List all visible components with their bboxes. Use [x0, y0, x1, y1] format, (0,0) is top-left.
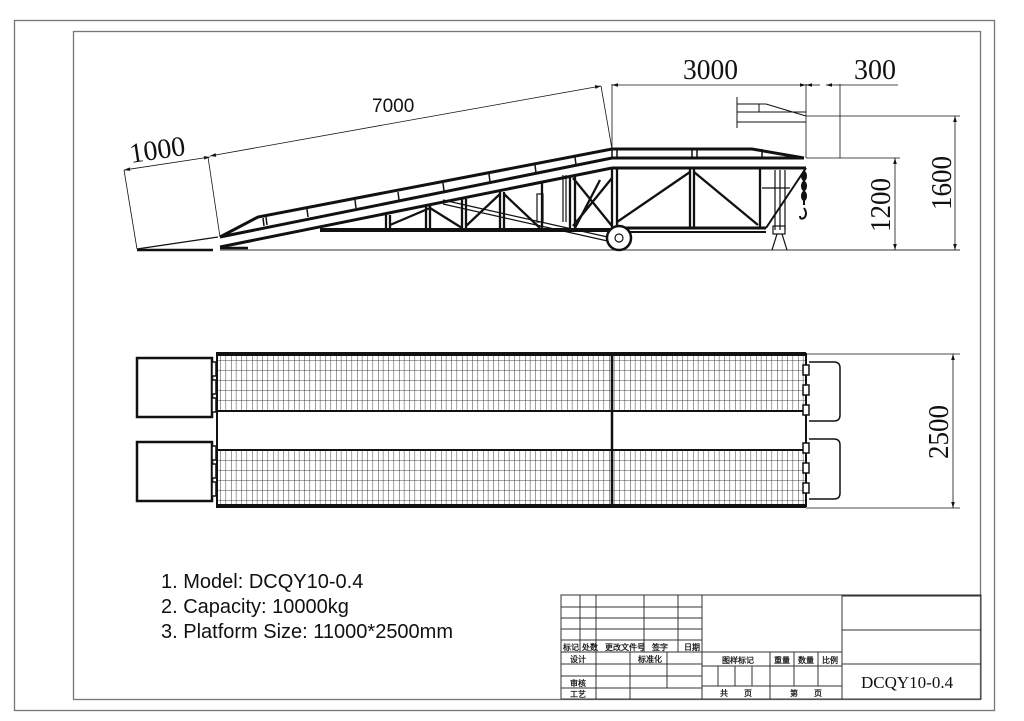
- inner-frame: [72, 30, 982, 701]
- side-view: 1000 7000 3000 300 1200: [123, 55, 960, 252]
- dim-lip-label: 1000: [127, 131, 187, 170]
- tb-review: 审核: [570, 678, 586, 688]
- dim-deck-height: 1200: [806, 157, 900, 250]
- tb-change-doc: 更改文件号: [605, 642, 645, 652]
- title-block: [560, 594, 982, 700]
- dim-max-height-label: 1600: [927, 156, 958, 210]
- tb-scale: 比例: [822, 655, 838, 665]
- tb-model: DCQY10-0.4: [861, 673, 954, 692]
- dim-platform-label: 3000: [683, 55, 738, 86]
- dim-ramp-label: 7000: [372, 96, 414, 117]
- tb-count: 处数: [581, 642, 599, 652]
- tb-total-pages: 共 页: [720, 688, 752, 698]
- tb-weight: 重量: [774, 655, 790, 665]
- note-model: 1. Model: DCQY10-0.4: [161, 571, 364, 593]
- dim-overhang-label: 300: [854, 55, 896, 86]
- tb-page-no: 第 页: [790, 688, 822, 698]
- dim-platform-length: 3000: [611, 55, 807, 158]
- outer-frame: [13, 19, 996, 712]
- plan-view: 2500: [135, 352, 960, 509]
- dim-lip-length: 1000: [123, 131, 221, 250]
- dim-max-height: 1600: [806, 115, 960, 250]
- tb-process: 工艺: [570, 689, 586, 699]
- tb-mark: 标记: [562, 642, 579, 652]
- tb-signature: 签字: [651, 642, 668, 652]
- tb-standardization: 标准化: [637, 654, 662, 664]
- dim-width: 2500: [806, 353, 960, 509]
- dim-overhang: 300: [806, 55, 898, 158]
- dim-width-label: 2500: [924, 405, 955, 459]
- specification-notes: 1. Model: DCQY10-0.4 2. Capacity: 10000k…: [161, 570, 453, 645]
- note-platform-size: 3. Platform Size: 11000*2500mm: [161, 621, 454, 643]
- dim-deck-height-label: 1200: [866, 178, 897, 232]
- tb-quantity: 数量: [798, 655, 814, 665]
- tb-drawing-mark: 图样标记: [722, 655, 754, 665]
- dim-ramp-length: 7000: [209, 85, 613, 157]
- note-capacity: 2. Capacity: 10000kg: [161, 596, 349, 618]
- tb-design: 设计: [570, 654, 586, 664]
- tb-date: 日期: [684, 642, 700, 652]
- title-block-labels: 标记 处数 更改文件号 签字 日期 设计 标准化 审核 工艺 图样标记 重量 数…: [562, 642, 954, 699]
